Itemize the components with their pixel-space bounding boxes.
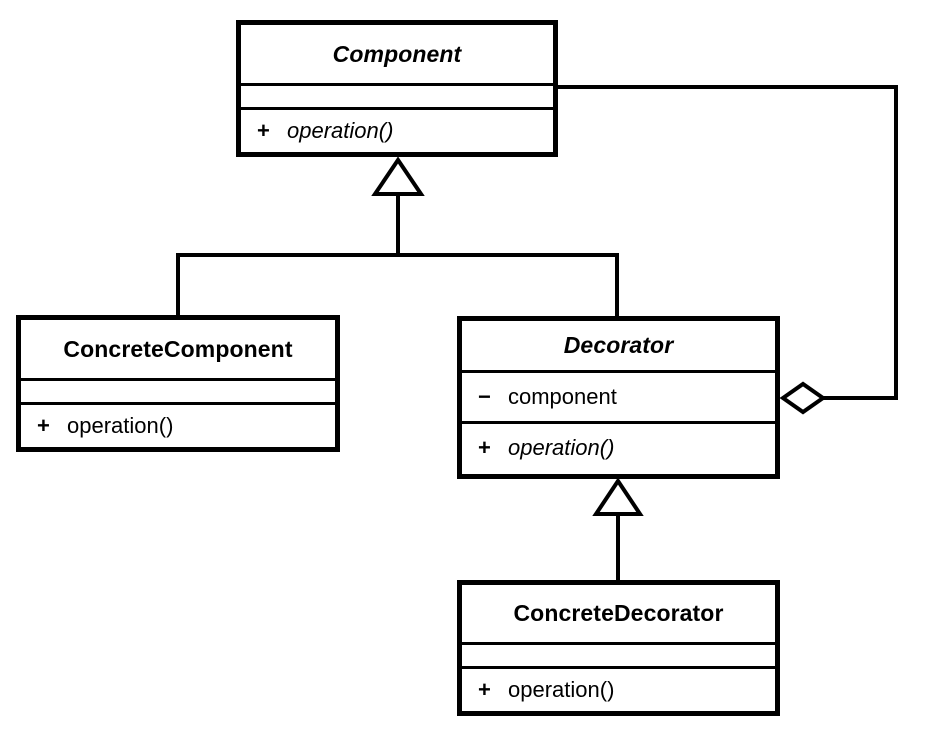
class-name-label: Decorator (563, 332, 674, 358)
operation-label: operation() (67, 413, 174, 438)
attribute-label: component (508, 384, 617, 409)
visibility-marker: + (257, 118, 270, 143)
uml-class-component[interactable]: Component + operation() (236, 20, 558, 157)
class-name-compartment: ConcreteDecorator (462, 585, 775, 642)
hollow-triangle-arrowhead-icon (371, 156, 425, 196)
operation-row: + operation() (462, 666, 775, 711)
operation-row: + operation() (241, 107, 553, 152)
class-name-label: ConcreteComponent (63, 335, 293, 362)
generalization-concrete-decorator-to-decorator (592, 477, 644, 580)
attributes-compartment (21, 378, 335, 402)
visibility-marker: + (37, 413, 50, 438)
attributes-compartment (241, 83, 553, 107)
class-name-label: ConcreteDecorator (513, 600, 724, 626)
hollow-triangle-arrowhead-icon (592, 477, 644, 516)
operation-row: + operation() (462, 421, 775, 471)
class-name-compartment: Component (241, 25, 553, 83)
attribute-row: − component (462, 370, 775, 421)
attributes-compartment (462, 642, 775, 666)
visibility-marker: − (478, 384, 491, 409)
visibility-marker: + (478, 434, 491, 460)
class-name-compartment: ConcreteComponent (21, 320, 335, 378)
hollow-diamond-aggregation-icon (779, 381, 827, 415)
class-name-label: Component (332, 40, 462, 67)
uml-class-concrete-component[interactable]: ConcreteComponent + operation() (16, 315, 340, 452)
uml-class-concrete-decorator[interactable]: ConcreteDecorator + operation() (457, 580, 780, 716)
visibility-marker: + (478, 677, 491, 702)
aggregation-decorator-to-component (557, 85, 898, 415)
operation-label: operation() (508, 434, 615, 460)
operation-row: + operation() (21, 402, 335, 447)
uml-class-decorator[interactable]: Decorator − component + operation() (457, 316, 780, 479)
operation-label: operation() (287, 118, 394, 143)
operation-label: operation() (508, 677, 615, 702)
generalization-tree-to-component (176, 156, 619, 318)
class-name-compartment: Decorator (462, 321, 775, 370)
